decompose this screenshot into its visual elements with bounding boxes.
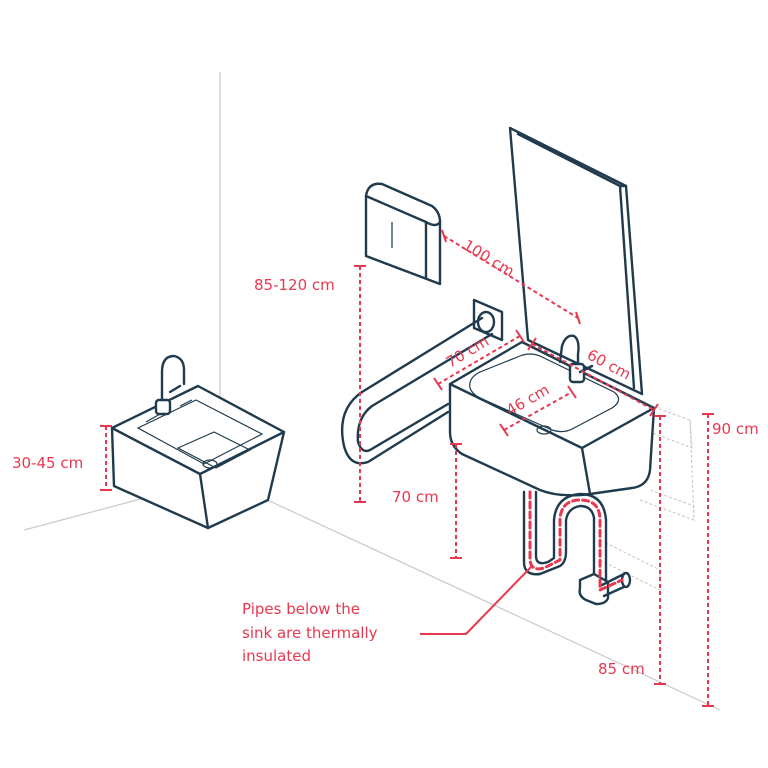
- mirror: [508, 126, 644, 396]
- label-low-sink-height: 30-45 cm: [12, 454, 83, 472]
- drain-pipes: [522, 490, 632, 606]
- label-knee-clearance: 70 cm: [392, 488, 439, 506]
- label-dispenser-mirror-distance: 100 cm: [460, 236, 517, 280]
- low-sink: [110, 354, 286, 530]
- low-sink-faucet-icon: [154, 354, 186, 416]
- note-insulated-pipes-line-1: Pipes below the: [242, 600, 360, 618]
- note-insulated-pipes-line-2: sink are thermally: [242, 624, 378, 642]
- note-insulated-pipes-line-3: insulated: [242, 647, 311, 665]
- label-sink-rim-height: 85 cm: [598, 660, 645, 678]
- label-dispenser-height: 85-120 cm: [254, 276, 335, 294]
- label-mirror-height: 90 cm: [712, 420, 759, 438]
- towel-dispenser: [364, 182, 442, 286]
- dimension-lines: [100, 229, 714, 707]
